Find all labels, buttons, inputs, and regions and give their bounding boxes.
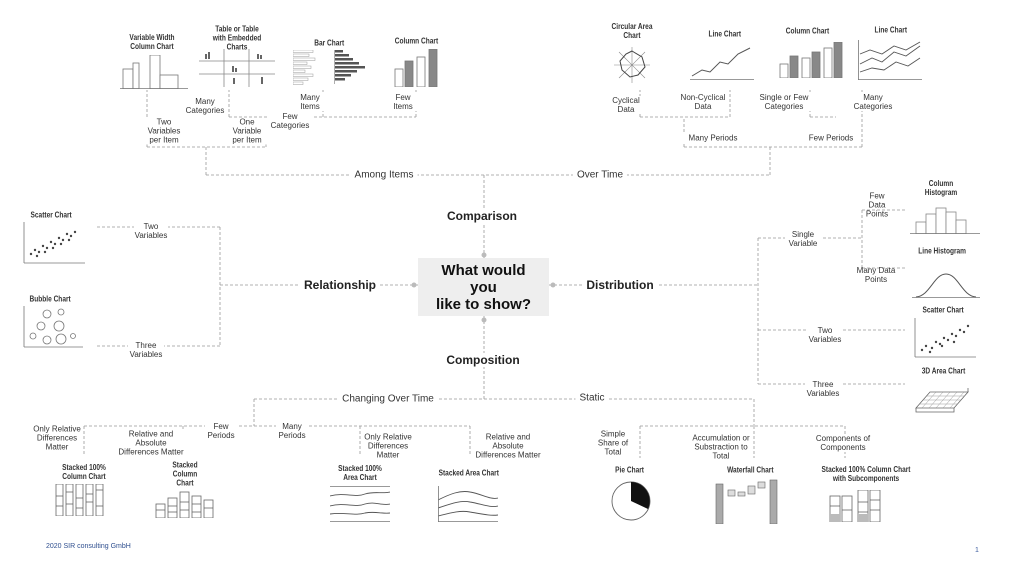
circular-area-chart-icon [614, 47, 650, 83]
chart-title-3d-area: 3D Area Chart [922, 366, 966, 376]
category-composition: Composition [442, 353, 524, 367]
branch-among-items: Among Items [350, 169, 418, 181]
chart-title-stacked-area: Stacked Area Chart [438, 468, 500, 478]
scatter-chart-icon [23, 222, 85, 264]
central-question-line2: you [470, 278, 497, 296]
chart-title-variable-width-column: Variable Width Column Chart [129, 33, 175, 51]
label-simple-share: Simple Share of Total [596, 429, 630, 457]
chart-title-table-embedded: Table or Table with Embedded Charts [212, 24, 262, 52]
label-dist-two-variables: Two Variables [807, 326, 843, 344]
central-question-box: What would you like to show? [418, 258, 549, 316]
column-chart-icon [394, 49, 438, 87]
label-only-relative-1: Only Relative Differences Matter [32, 424, 82, 452]
scatter-chart-dist-icon [914, 318, 976, 358]
category-relationship: Relationship [299, 278, 381, 292]
stacked-100-column-chart-icon [55, 484, 104, 516]
bubble-chart-icon [23, 306, 83, 348]
branch-over-time: Over Time [572, 169, 628, 181]
label-few-periods: Few Periods [205, 422, 237, 440]
chart-title-scatter-dist: Scatter Chart [922, 305, 964, 315]
label-dist-three-variables: Three Variables [805, 380, 841, 398]
chart-title-waterfall: Waterfall Chart [726, 465, 774, 475]
label-few-periods: Few Periods [806, 133, 856, 143]
label-many-categories-time: Many Categories [851, 93, 895, 111]
chart-title-bar: Bar Chart [314, 38, 344, 48]
label-relative-absolute-1: Relative and Absolute Differences Matter [117, 429, 185, 457]
label-only-relative-2: Only Relative Differences Matter [361, 432, 415, 460]
chart-title-column-histogram: Column Histogram [924, 179, 958, 197]
label-many-periods: Many Periods [683, 133, 743, 143]
bar-chart-icon [293, 50, 365, 85]
line-chart-icon [690, 47, 754, 80]
chart-title-stacked100-column: Stacked 100% Column Chart [62, 463, 106, 481]
chart-title-pie: Pie Chart [615, 465, 645, 475]
variable-width-column-chart-icon [120, 55, 188, 89]
waterfall-chart-icon [715, 479, 778, 524]
central-question-line1: What would [441, 261, 526, 279]
label-rel-two-variables: Two Variables [134, 222, 168, 240]
label-few-categories: Few Categories [268, 112, 312, 130]
label-accumulation: Accumulation or Substraction to Total [691, 433, 751, 461]
chart-title-stacked100-subcomponents: Stacked 100% Column Chart with Subcompon… [821, 465, 911, 483]
label-non-cyclical-data: Non-Cyclical Data [678, 93, 728, 111]
label-one-variable-per-item: One Variable per Item [227, 117, 267, 145]
central-question-line3: like to show? [435, 295, 531, 313]
label-single-variable: Single Variable [785, 230, 821, 248]
column-histogram-icon [910, 207, 980, 234]
label-cyclical-data: Cyclical Data [608, 96, 644, 114]
label-single-or-few-categories: Single or Few Categories [757, 93, 811, 111]
label-components: Components of Components [811, 434, 875, 452]
chart-title-column: Column Chart [394, 36, 438, 46]
label-few-data-points: Few Data Points [865, 191, 889, 219]
chart-title-line-histogram: Line Histogram [918, 246, 966, 256]
label-two-variables-per-item: Two Variables per Item [144, 117, 184, 145]
chart-title-scatter-rel: Scatter Chart [30, 210, 72, 220]
footer-copyright: 2020 SIR consulting GmbH [46, 543, 131, 550]
chart-title-line: Line Chart [708, 29, 742, 39]
stacked-100-area-chart-icon [330, 486, 390, 522]
label-relative-absolute-2: Relative and Absolute Differences Matter [472, 432, 544, 460]
label-many-items: Many Items [295, 93, 325, 111]
branch-changing-over-time: Changing Over Time [338, 393, 438, 405]
chart-title-bubble: Bubble Chart [29, 294, 71, 304]
category-distribution: Distribution [582, 278, 658, 292]
chart-title-stacked-column: Stacked Column Chart [172, 460, 198, 488]
3d-area-chart-icon [915, 388, 969, 413]
pie-chart-icon [611, 481, 651, 521]
stacked-column-chart-icon [155, 491, 214, 518]
line-histogram-icon [912, 273, 980, 298]
table-embedded-charts-icon [199, 49, 275, 87]
line-chart-many-icon [858, 40, 922, 80]
chart-title-circular-area: Circular Area Chart [611, 22, 653, 40]
label-many-periods-comp: Many Periods [276, 422, 308, 440]
chart-title-column-time: Column Chart [785, 26, 829, 36]
category-comparison: Comparison [442, 209, 522, 223]
stacked-100-column-subcomponents-icon [829, 490, 881, 522]
chart-title-line-many: Line Chart [874, 25, 908, 35]
chart-title-stacked100-area: Stacked 100% Area Chart [338, 464, 382, 482]
stacked-area-chart-icon [438, 486, 498, 522]
label-few-items: Few Items [388, 93, 418, 111]
label-many-categories: Many Categories [185, 97, 225, 115]
label-many-data-points: Many Data Points [856, 266, 896, 284]
label-rel-three-variables: Three Variables [128, 341, 164, 359]
column-chart-time-icon [779, 42, 843, 78]
page-number: 1 [975, 547, 979, 554]
branch-static: Static [575, 392, 609, 404]
